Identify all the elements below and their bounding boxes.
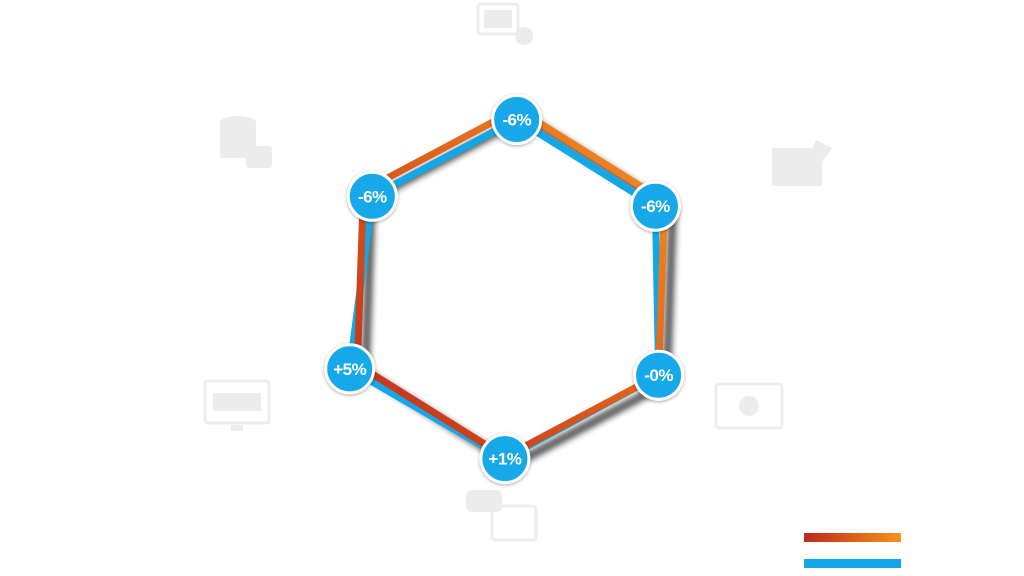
axis-bubble-label: -6% <box>358 187 387 206</box>
axis-bubble-6: -6% <box>346 170 398 222</box>
legend-swatch-series-1 <box>804 533 901 542</box>
video-play-icon <box>714 382 784 430</box>
database-lock-icon <box>220 116 272 168</box>
axis-bubble-label: +1% <box>488 450 521 469</box>
axis-bubble-3: -0% <box>633 349 685 401</box>
series-shadow <box>360 112 678 470</box>
axis-bubble-circle <box>491 94 543 145</box>
axis-bubble-5: +5% <box>324 343 376 395</box>
axis-bubble-label: -6% <box>641 197 670 216</box>
vr-4k-icon <box>466 490 538 542</box>
axis-bubble-circle <box>629 180 681 232</box>
axis-bubble-4: +1% <box>479 433 531 485</box>
axis-bubbles: -6% -6% -0% +1% +5% -6% <box>324 94 685 485</box>
axis-bubble-2: -6% <box>629 180 681 232</box>
axis-bubble-circle <box>346 170 398 222</box>
axis-bubble-label: -6% <box>502 111 531 130</box>
axis-bubble-circle <box>633 349 685 401</box>
legend-swatch-series-2 <box>804 559 901 568</box>
series-shadow-line <box>360 112 678 470</box>
axis-bubble-1: -6% <box>491 94 543 145</box>
legend <box>804 533 901 568</box>
axis-bubble-circle <box>324 343 376 395</box>
axis-bubble-circle <box>479 433 531 485</box>
axis-bubble-label: -0% <box>644 366 673 385</box>
image-edit-icon <box>772 140 832 186</box>
1080p-display-icon <box>203 379 271 431</box>
video-settings-icon <box>476 2 533 45</box>
axis-bubble-label: +5% <box>333 360 366 379</box>
